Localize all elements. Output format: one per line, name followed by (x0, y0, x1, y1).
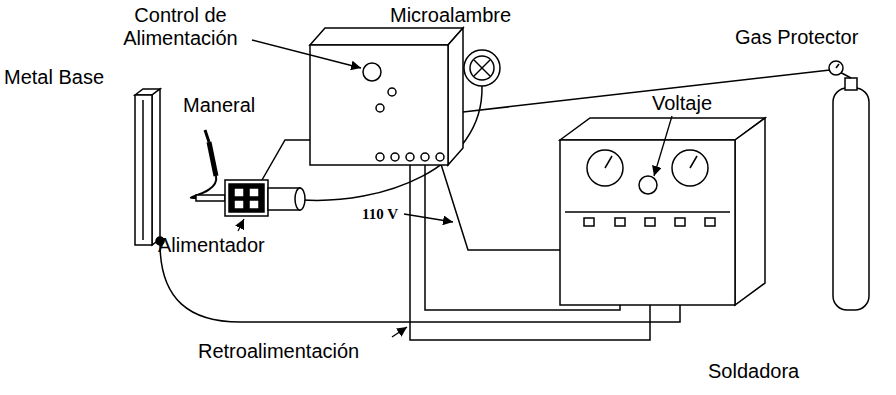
welding-torch (205, 130, 209, 142)
wire-spool (464, 50, 500, 86)
welding-machine (705, 218, 715, 226)
power-wire (440, 161, 560, 250)
voltage-label: 110 V (362, 206, 398, 223)
control-box (448, 28, 463, 165)
wire-feeder (249, 200, 259, 209)
control-box (310, 45, 448, 165)
wire-spool (474, 60, 490, 76)
part-label: Soldadora (708, 360, 799, 383)
welding-torch (205, 130, 216, 176)
control-box (310, 28, 463, 45)
control-box (376, 153, 384, 161)
base-metal-plate (135, 95, 152, 245)
welding-machine (672, 150, 708, 186)
welding-machine (639, 176, 657, 194)
leader-arrow (238, 40, 672, 337)
leader-arrow (392, 327, 407, 337)
control-box (363, 63, 381, 81)
welding-machine (560, 118, 765, 140)
part-label: Gas Protector (735, 26, 858, 49)
welding-machine (735, 118, 765, 305)
welding-machine (560, 140, 735, 305)
wire-feeder (229, 184, 264, 212)
wire-feeder (196, 180, 305, 216)
wire-feeder (196, 195, 225, 201)
control-box (391, 153, 399, 161)
welding-machine (690, 156, 697, 168)
wire-feeder (234, 188, 244, 197)
welding-machine (587, 150, 623, 186)
wire-feeder (249, 188, 259, 197)
control-box (376, 104, 384, 112)
part-label: Maneral (183, 94, 255, 117)
base-metal-plate (135, 89, 164, 245)
wire-spool (464, 50, 500, 86)
wire-feeder (225, 180, 268, 216)
control-box (436, 153, 444, 161)
part-label: Retroalimentación (198, 340, 359, 363)
welding-machine (615, 218, 625, 226)
control-box (310, 28, 463, 165)
welding-machine (645, 218, 655, 226)
leader-arrow (404, 214, 453, 222)
base-metal-plate (152, 89, 160, 245)
part-label: Alimentador (158, 234, 265, 257)
welding-machine (675, 218, 685, 226)
part-label: Voltaje (652, 92, 712, 115)
gas-cylinder (833, 88, 869, 310)
gas-cylinder (845, 78, 857, 90)
welding-machine (565, 211, 730, 213)
gas-hose (463, 70, 830, 112)
gas-cylinder (829, 61, 843, 75)
control-box (421, 153, 429, 161)
gas-cylinder (836, 64, 839, 68)
leader-arrow (654, 116, 672, 176)
part-label: Metal Base (4, 66, 104, 89)
welding-machine (584, 218, 594, 226)
wire-feeder (234, 200, 244, 209)
control-wire (262, 140, 310, 180)
control-box (388, 88, 396, 96)
leader-arrow (238, 219, 244, 231)
wire-spool (470, 56, 494, 80)
wire-spool (474, 60, 490, 76)
part-label: Control de Alimentación (108, 4, 253, 50)
welding-machine (605, 156, 612, 168)
welding-torch (209, 142, 216, 176)
gas-cylinder (829, 61, 869, 310)
wire-feeder (295, 188, 305, 210)
leader-arrow (252, 40, 361, 68)
control-box (406, 153, 414, 161)
cable (160, 70, 830, 340)
part-label: Microalambre (390, 4, 511, 27)
base-metal-plate (142, 100, 144, 240)
